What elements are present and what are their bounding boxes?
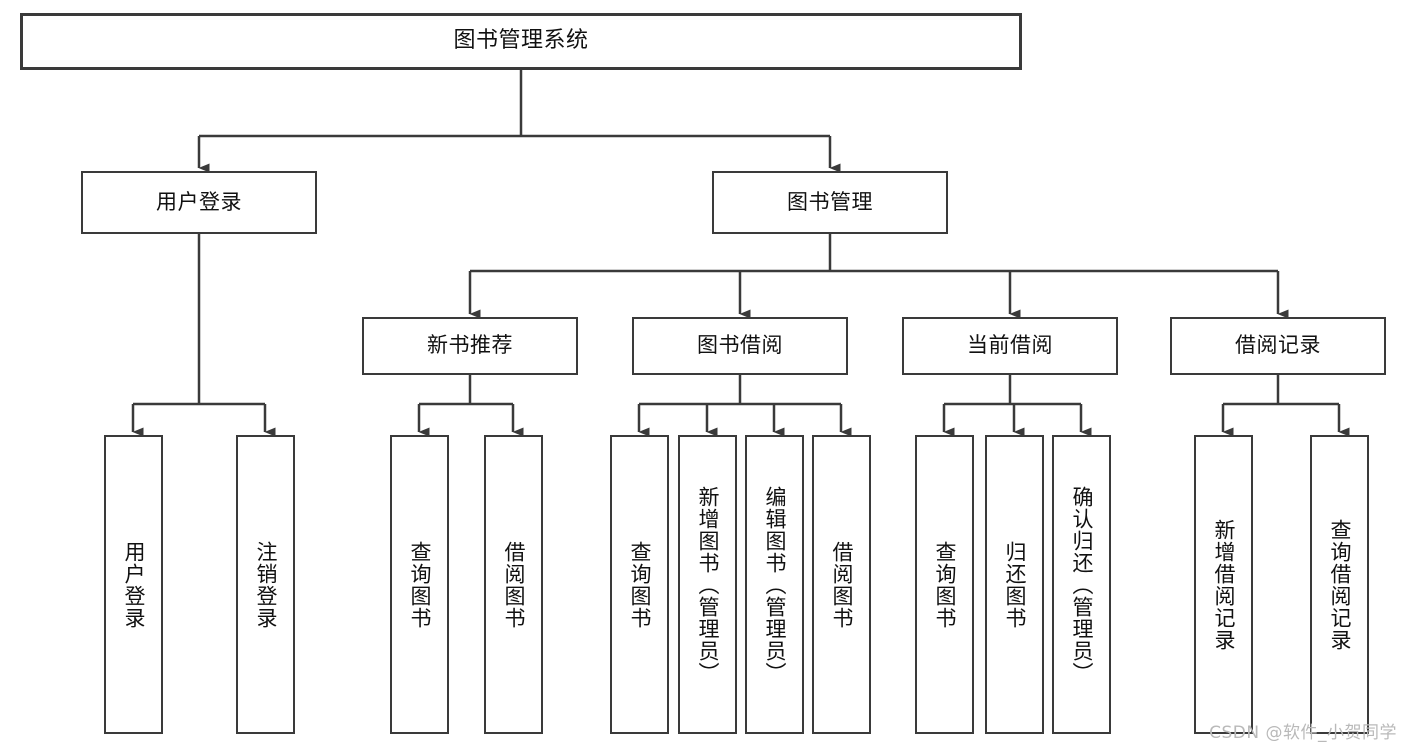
- node-new-book-recommend-label: 新书推荐: [427, 333, 513, 358]
- node-book-borrow[interactable]: 图书借阅: [632, 317, 848, 375]
- leaf-bb-edit-book[interactable]: 编辑图书（管理员）: [745, 435, 804, 734]
- leaf-cb-return-book[interactable]: 归还图书: [985, 435, 1044, 734]
- node-root-label: 图书管理系统: [453, 28, 589, 54]
- node-book-borrow-label: 图书借阅: [697, 333, 783, 358]
- leaf-br-add-record-label: 新增借阅记录: [1211, 518, 1236, 651]
- leaf-bb-edit-book-label: 编辑图书（管理员）: [762, 485, 787, 684]
- leaf-user-login-label: 用户登录: [121, 540, 146, 629]
- node-root[interactable]: 图书管理系统: [20, 13, 1022, 70]
- leaf-br-query-record[interactable]: 查询借阅记录: [1310, 435, 1369, 734]
- leaf-nb-borrow-book-label: 借阅图书: [501, 540, 526, 629]
- leaf-user-login[interactable]: 用户登录: [104, 435, 163, 734]
- node-borrow-record[interactable]: 借阅记录: [1170, 317, 1386, 375]
- node-borrow-record-label: 借阅记录: [1235, 333, 1321, 358]
- node-current-borrow[interactable]: 当前借阅: [902, 317, 1118, 375]
- node-user-login[interactable]: 用户登录: [81, 171, 317, 234]
- leaf-logout[interactable]: 注销登录: [236, 435, 295, 734]
- node-new-book-recommend[interactable]: 新书推荐: [362, 317, 578, 375]
- leaf-cb-query-book[interactable]: 查询图书: [915, 435, 974, 734]
- node-book-management-label: 图书管理: [787, 189, 873, 214]
- node-current-borrow-label: 当前借阅: [967, 333, 1053, 358]
- leaf-nb-query-book[interactable]: 查询图书: [390, 435, 449, 734]
- leaf-logout-label: 注销登录: [253, 540, 278, 629]
- node-book-management[interactable]: 图书管理: [712, 171, 948, 234]
- leaf-bb-add-book[interactable]: 新增图书（管理员）: [678, 435, 737, 734]
- leaf-bb-add-book-label: 新增图书（管理员）: [695, 485, 720, 684]
- leaf-bb-query-book-label: 查询图书: [627, 540, 652, 629]
- leaf-cb-confirm-return-label: 确认归还（管理员）: [1069, 485, 1094, 684]
- leaf-br-add-record[interactable]: 新增借阅记录: [1194, 435, 1253, 734]
- leaf-bb-borrow-book-label: 借阅图书: [829, 540, 854, 629]
- leaf-cb-return-book-label: 归还图书: [1002, 540, 1027, 629]
- leaf-bb-borrow-book[interactable]: 借阅图书: [812, 435, 871, 734]
- leaf-nb-query-book-label: 查询图书: [407, 540, 432, 629]
- leaf-cb-query-book-label: 查询图书: [932, 540, 957, 629]
- node-user-login-label: 用户登录: [156, 189, 242, 214]
- leaf-bb-query-book[interactable]: 查询图书: [610, 435, 669, 734]
- leaf-nb-borrow-book[interactable]: 借阅图书: [484, 435, 543, 734]
- leaf-cb-confirm-return[interactable]: 确认归还（管理员）: [1052, 435, 1111, 734]
- leaf-br-query-record-label: 查询借阅记录: [1327, 518, 1352, 651]
